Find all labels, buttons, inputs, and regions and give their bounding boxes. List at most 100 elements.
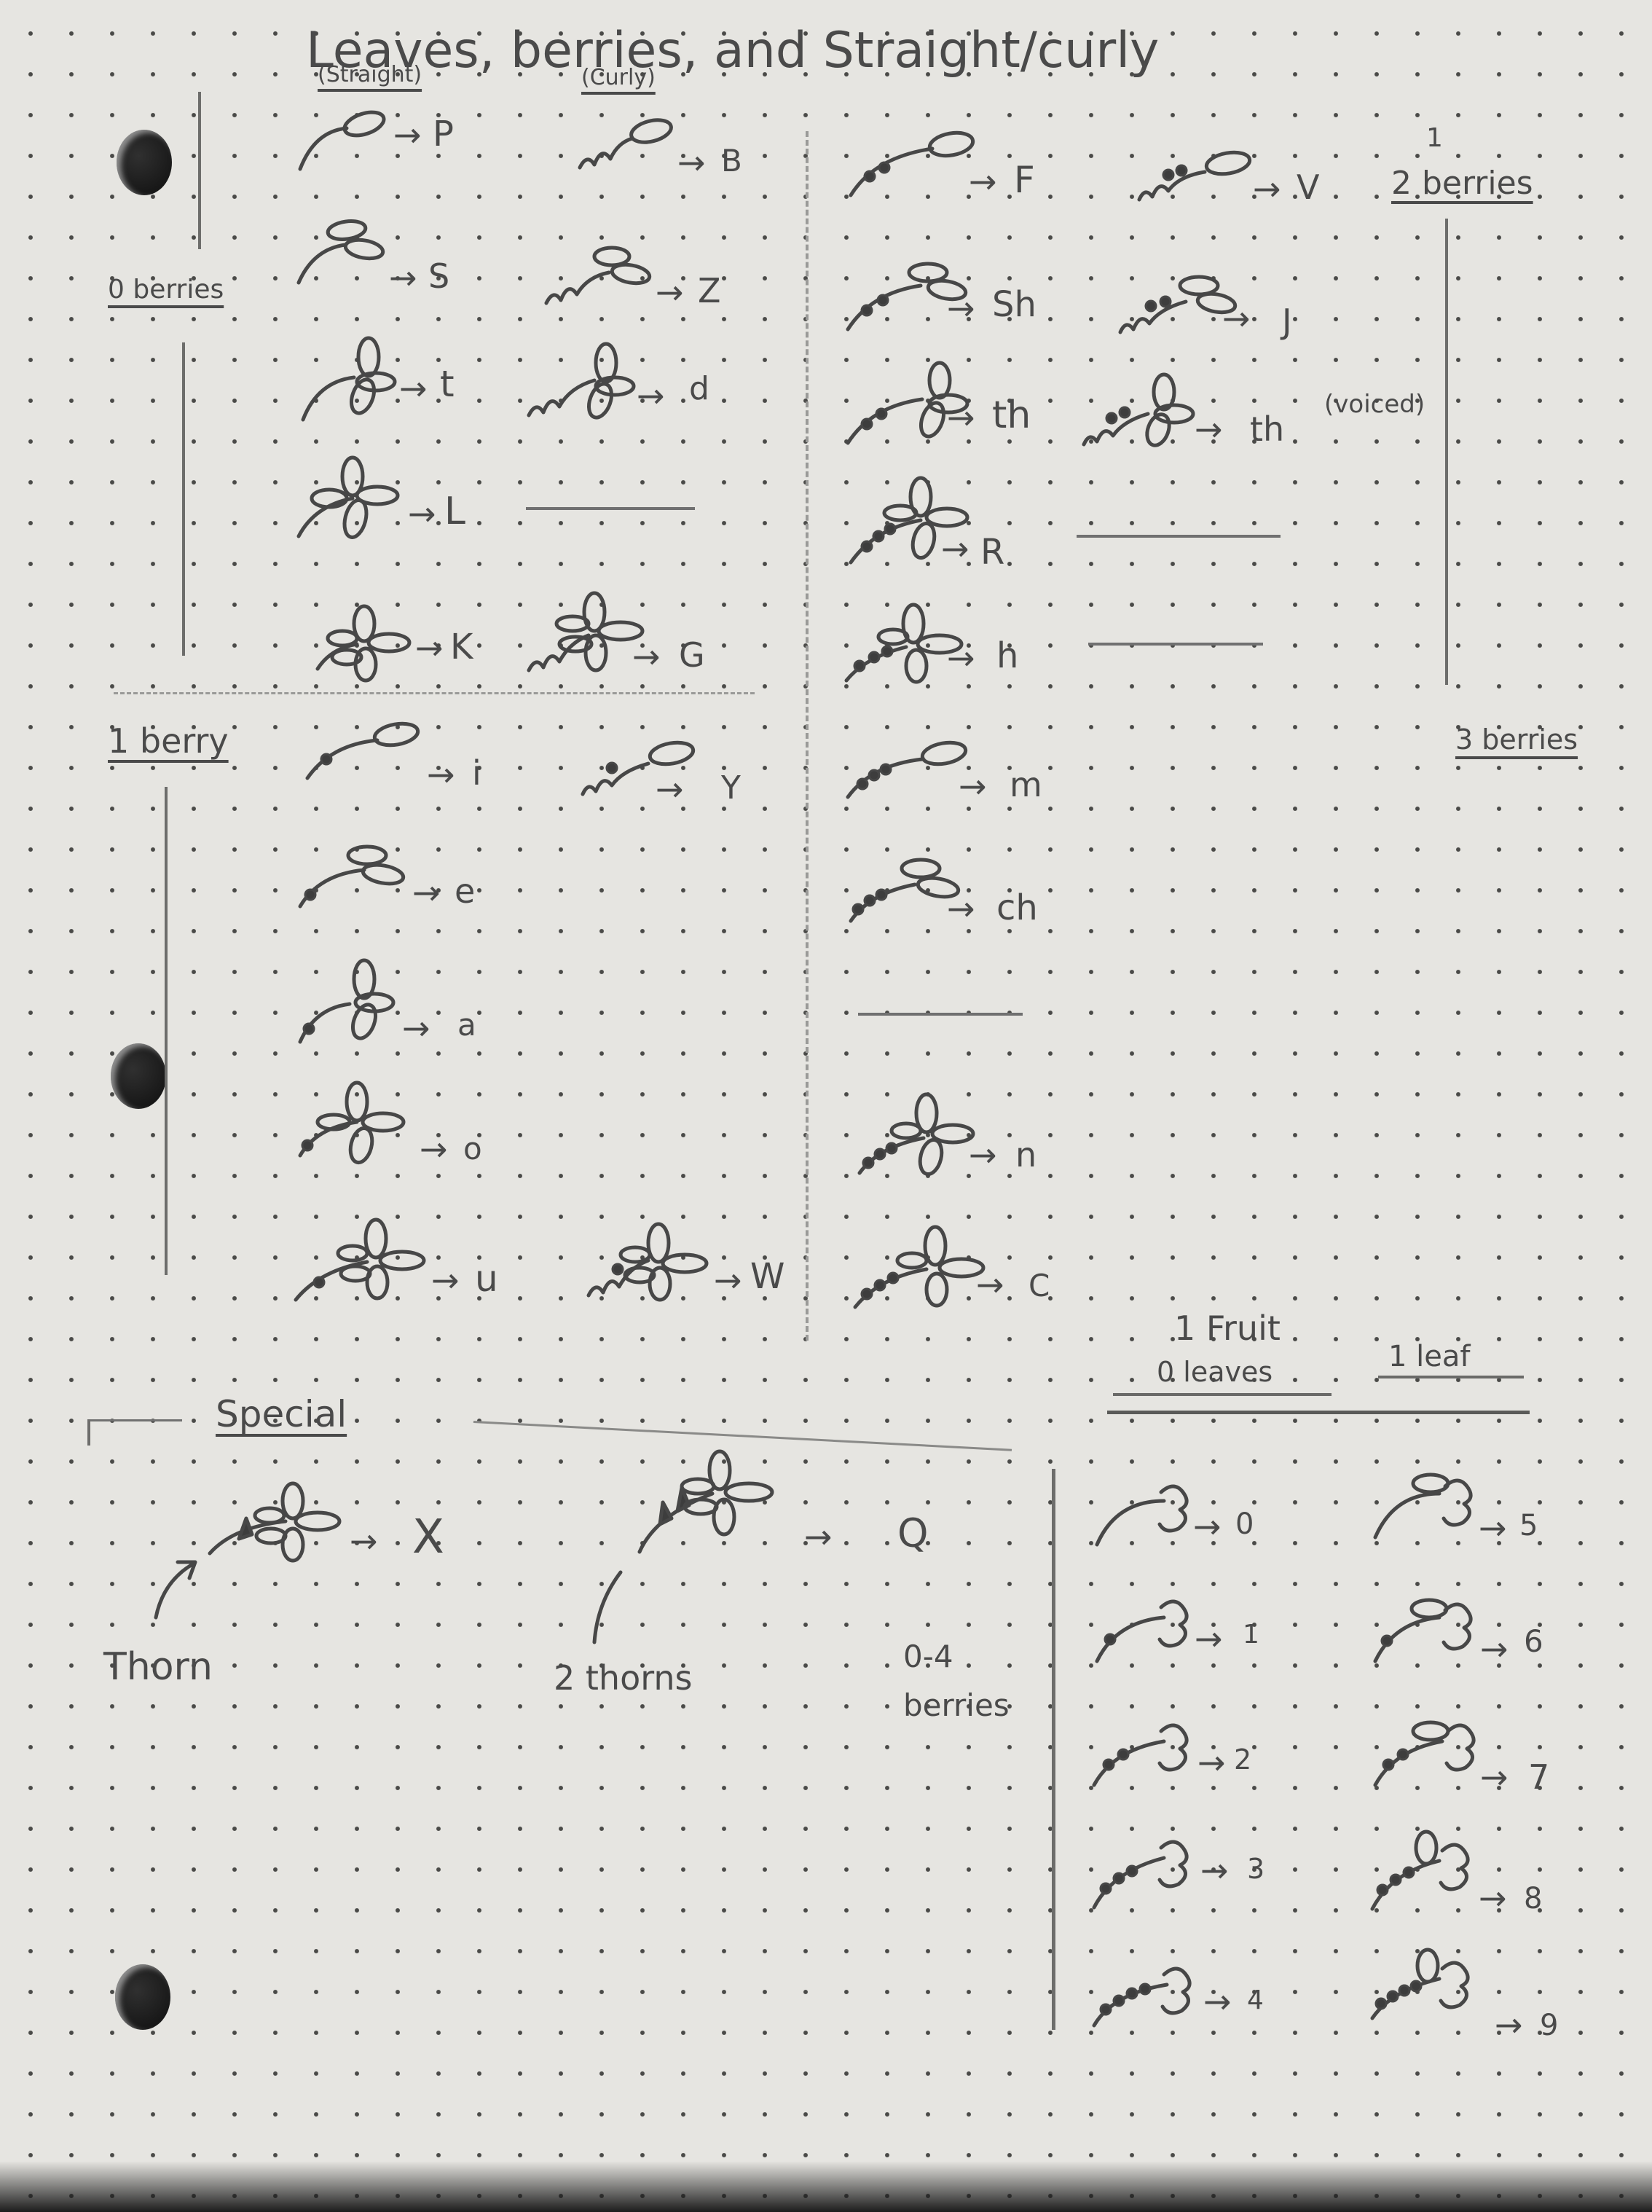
glyph-e bbox=[298, 844, 406, 909]
arrow-icon: → bbox=[959, 766, 987, 806]
punch-hole-top bbox=[117, 130, 172, 195]
glyph-sh bbox=[846, 262, 968, 332]
bracket-top bbox=[198, 92, 201, 249]
letter-c: C bbox=[1028, 1268, 1050, 1303]
letter-p: P bbox=[433, 114, 454, 154]
glyph-ch bbox=[849, 858, 961, 923]
glyph-s bbox=[296, 219, 385, 285]
arrow-icon: → bbox=[804, 1517, 833, 1556]
glyph-a bbox=[298, 958, 396, 1044]
letter-th: th bbox=[992, 393, 1031, 437]
bracket-1-berry bbox=[165, 787, 168, 1275]
fruit-digit-3: 3 bbox=[1247, 1853, 1265, 1885]
arrow-icon: → bbox=[427, 755, 455, 794]
arrow-icon: → bbox=[1480, 1757, 1509, 1797]
letter-h: h bbox=[996, 635, 1019, 676]
letter-t: t bbox=[440, 363, 455, 405]
arrow-icon: → bbox=[415, 628, 444, 667]
letter-i: i bbox=[472, 753, 481, 793]
arrow-icon: → bbox=[393, 115, 422, 154]
group-label-0-berries: 0 berries bbox=[108, 275, 224, 305]
thorn-label: Thorn bbox=[103, 1645, 213, 1689]
letter-q: Q bbox=[897, 1510, 929, 1556]
glyph-b bbox=[578, 118, 673, 170]
glyph-g bbox=[527, 591, 645, 672]
arrow-icon: → bbox=[350, 1521, 378, 1561]
letter-k: K bbox=[450, 627, 473, 667]
glyph-c bbox=[853, 1225, 986, 1309]
punch-hole-middle bbox=[111, 1043, 166, 1109]
bracket-0-berries bbox=[182, 342, 185, 656]
fruit-0-leaves-label: 0 leaves bbox=[1157, 1356, 1273, 1388]
fruit-glyph-3 bbox=[1092, 1840, 1189, 1910]
letter-x: X bbox=[412, 1510, 444, 1564]
punch-hole-bottom bbox=[115, 1964, 170, 2030]
arrow-icon: → bbox=[969, 1135, 997, 1174]
group-label-1-berry: 1 berry bbox=[108, 721, 229, 761]
glyph-k bbox=[315, 604, 412, 683]
arrow-icon: → bbox=[1479, 1878, 1507, 1918]
group-label-3-berries: 3 berries bbox=[1455, 723, 1578, 756]
blank-curly-r bbox=[1077, 535, 1281, 538]
arrow-icon: → bbox=[656, 769, 684, 809]
fruit-label: 1 Fruit bbox=[1174, 1309, 1281, 1348]
letter-s: S bbox=[428, 256, 450, 296]
fruit-glyph-5 bbox=[1373, 1472, 1473, 1540]
fruit-digit-7: 7 bbox=[1528, 1757, 1550, 1797]
fruit-0-brace bbox=[1113, 1393, 1332, 1396]
glyph-r bbox=[849, 476, 969, 565]
arrow-icon: → bbox=[947, 889, 975, 928]
glyph-w bbox=[586, 1222, 709, 1302]
column-divider bbox=[806, 131, 809, 1341]
arrow-icon: → bbox=[1193, 1507, 1222, 1546]
group-label-2-digit: 1 bbox=[1426, 123, 1443, 153]
glyph-x bbox=[208, 1481, 342, 1563]
glyph-m bbox=[846, 740, 968, 799]
letter-sh: Sh bbox=[992, 284, 1037, 325]
glyph-th bbox=[846, 361, 969, 445]
glyph-h bbox=[844, 603, 964, 684]
arrow-icon: → bbox=[677, 143, 706, 182]
arrow-icon: → bbox=[637, 376, 665, 415]
row-divider bbox=[114, 692, 755, 694]
glyph-p bbox=[298, 110, 386, 171]
fruit-glyph-9 bbox=[1370, 1948, 1470, 2020]
fruit-digit-9: 9 bbox=[1540, 2009, 1559, 2042]
pointer-arrow-icon bbox=[154, 1560, 197, 1620]
arrow-icon: → bbox=[941, 529, 969, 568]
glyph-v bbox=[1137, 150, 1252, 202]
letter-g: G bbox=[679, 635, 705, 675]
fruit-glyph-0 bbox=[1095, 1484, 1189, 1547]
letter-z: Z bbox=[698, 271, 721, 310]
glyph-f bbox=[849, 130, 975, 197]
letter-u: u bbox=[475, 1258, 498, 1300]
letter-b: B bbox=[721, 143, 742, 179]
arrow-icon: → bbox=[969, 162, 997, 201]
letter-o: o bbox=[463, 1131, 482, 1166]
letter-r: R bbox=[980, 532, 1005, 573]
glyph-o bbox=[298, 1080, 406, 1165]
fruit-bracket-left bbox=[1052, 1469, 1055, 2030]
fruit-glyph-7 bbox=[1373, 1720, 1476, 1787]
letter-v: V bbox=[1297, 168, 1320, 207]
voiced-note: (voiced) bbox=[1324, 390, 1425, 419]
arrow-icon: → bbox=[1203, 1982, 1232, 2021]
fruit-digit-4: 4 bbox=[1247, 1985, 1264, 2015]
fruit-glyph-8 bbox=[1370, 1829, 1470, 1911]
fruit-digit-2: 2 bbox=[1234, 1744, 1252, 1776]
arrow-icon: → bbox=[420, 1129, 448, 1169]
arrow-icon: → bbox=[389, 258, 417, 297]
fruit-digit-6: 6 bbox=[1524, 1623, 1543, 1659]
arrow-icon: → bbox=[1253, 169, 1281, 208]
bracket-2-berries bbox=[1445, 219, 1448, 685]
letter-f: F bbox=[1014, 159, 1035, 201]
arrow-icon: → bbox=[1495, 2005, 1523, 2044]
section-label-special: Special bbox=[216, 1393, 347, 1435]
glyph-n bbox=[857, 1092, 975, 1177]
fruit-bracket-top bbox=[1107, 1411, 1530, 1414]
arrow-icon: → bbox=[1222, 299, 1251, 338]
arrow-icon: → bbox=[976, 1265, 1004, 1304]
arrow-icon: → bbox=[412, 873, 441, 912]
column-header-curly: (Curly) bbox=[581, 65, 656, 90]
